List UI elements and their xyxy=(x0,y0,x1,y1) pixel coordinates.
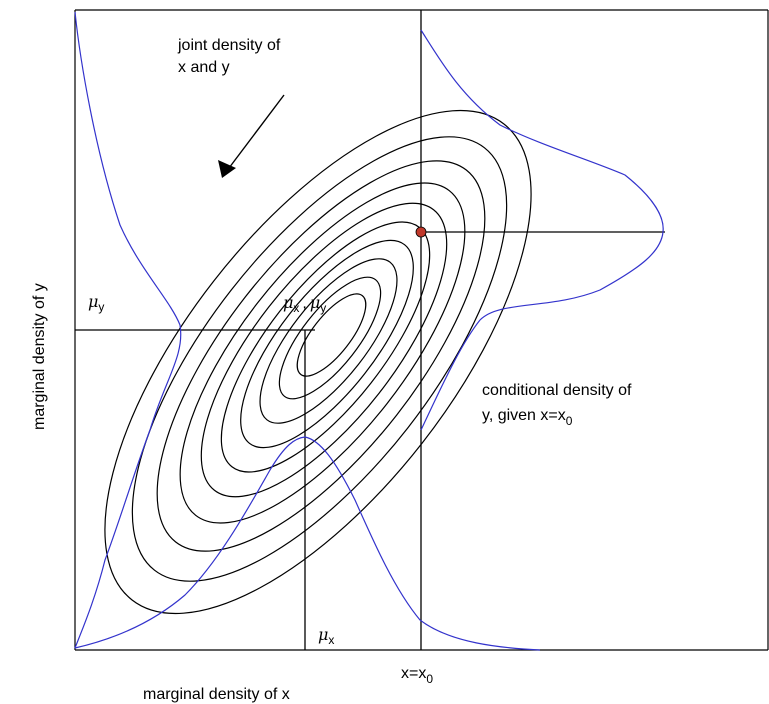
joint-density-arrow xyxy=(218,94,285,178)
arrowhead-icon xyxy=(218,160,236,178)
contour-line xyxy=(259,258,398,424)
conditional-point-marker xyxy=(415,226,427,238)
conditional-density-label-line2: y, given x=x0 xyxy=(482,407,573,428)
contour-line xyxy=(240,239,414,449)
contour-line xyxy=(278,276,382,400)
contour-line xyxy=(131,136,508,582)
contour-line xyxy=(220,221,431,473)
marginal-density-y-curve xyxy=(74,11,182,649)
x0-label-text: x=x xyxy=(401,665,426,682)
conditional-label-subscript: 0 xyxy=(566,414,573,428)
x0-axis-label: x=x0 xyxy=(401,665,433,686)
joint-density-contours xyxy=(104,109,532,615)
contour-line xyxy=(104,109,532,615)
contour-line xyxy=(179,182,466,524)
conditional-density-curve xyxy=(420,29,664,431)
marginal-density-x-label: marginal density of x xyxy=(143,686,290,703)
mu-y-label: μy xyxy=(88,292,104,314)
mu-x-label: μx xyxy=(318,625,334,647)
density-curves xyxy=(74,11,664,651)
marginal-density-y-label: marginal density of y xyxy=(31,283,48,430)
joint-density-label-line1: joint density of xyxy=(177,37,281,54)
reference-lines xyxy=(75,10,665,650)
contour-line xyxy=(200,202,448,498)
marginal-density-x-curve xyxy=(74,436,541,651)
conditional-density-label-line1: conditional density of xyxy=(482,382,632,399)
conditional-label-text: y, given x=x xyxy=(482,407,566,424)
contour-line xyxy=(156,160,486,552)
contour-line xyxy=(296,293,367,377)
mean-point-label: μx,μy xyxy=(283,293,326,315)
x0-label-subscript: 0 xyxy=(426,672,433,686)
joint-density-label-line2: x and y xyxy=(178,59,230,76)
